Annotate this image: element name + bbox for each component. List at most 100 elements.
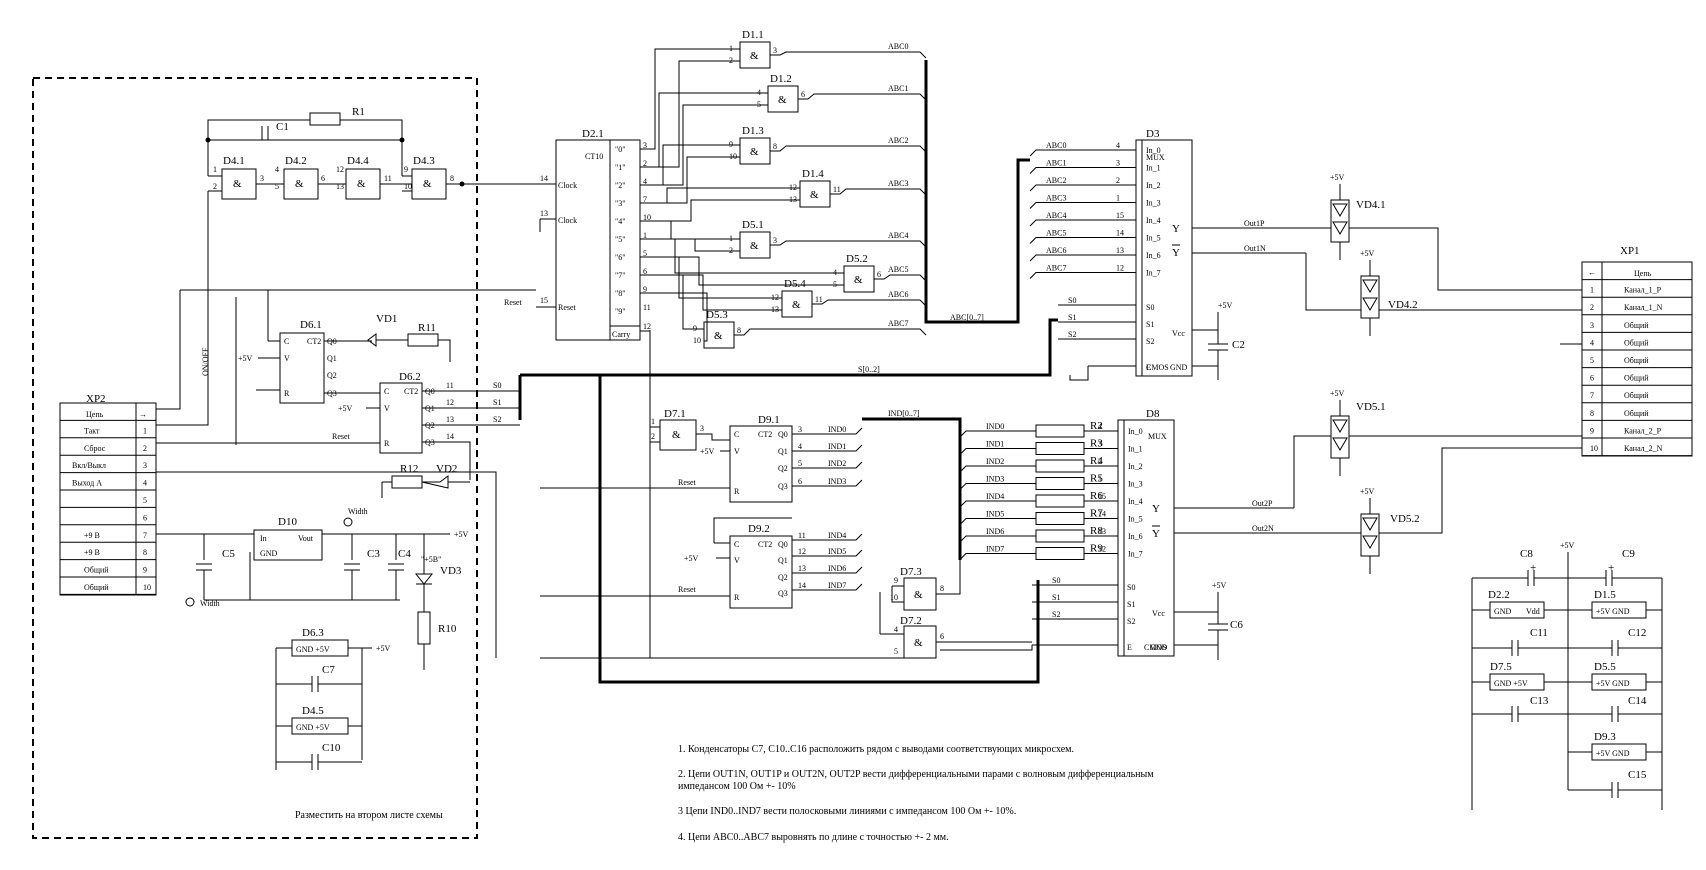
d3-abc-5: ABC5 — [1046, 229, 1066, 238]
d3-ybar: Y — [1172, 247, 1180, 259]
d45-ref: D4.5 — [302, 705, 324, 717]
d11-ref: D1.1 — [742, 29, 764, 41]
d13-pin-b: 10 — [729, 152, 737, 161]
d13-and: & — [750, 146, 759, 158]
svg-text:11: 11 — [446, 381, 454, 390]
d9-pin-4: 11 — [798, 531, 806, 540]
vd52-plus5: +5V — [1360, 487, 1375, 496]
d10-plus5: +5V — [454, 530, 469, 539]
d3-s0: S0 — [1146, 303, 1154, 312]
xp1-row-1-pin: 1 — [1590, 286, 1594, 295]
d3-pin-0: 4 — [1116, 141, 1120, 150]
d43-ref: D4.3 — [413, 155, 435, 167]
xp1-row-1-name: Канал_1_P — [1624, 286, 1662, 295]
d8-pin-3: 1 — [1098, 475, 1102, 484]
d62-v: V — [384, 404, 390, 413]
xp2-header: Цепь — [86, 410, 104, 419]
d75-pins: GND +5V — [1494, 679, 1528, 688]
d8-pin-1: 3 — [1098, 440, 1102, 449]
svg-text:9: 9 — [894, 576, 898, 585]
d52-pin-a: 4 — [833, 268, 837, 277]
out2p-net: Out2P — [1252, 499, 1273, 508]
d51-ref: D5.1 — [742, 219, 764, 231]
d21-pin-5: 1 — [643, 231, 647, 240]
d92-ref: D9.2 — [748, 523, 770, 535]
s-bus — [518, 318, 1058, 420]
out2n-net: Out2N — [1252, 524, 1274, 533]
d75-ref: D7.5 — [1490, 661, 1512, 673]
ind-bus-label: IND[0..7] — [888, 409, 920, 418]
vd42-ref: VD4.2 — [1388, 299, 1418, 311]
d8-ref: D8 — [1146, 408, 1160, 420]
d21-out-9: "9" — [615, 307, 626, 316]
svg-text:Q0: Q0 — [778, 540, 788, 549]
vd3-label: "+5В" — [421, 555, 441, 564]
c5-ref: C5 — [222, 548, 235, 560]
c3-ref: C3 — [367, 548, 380, 560]
c8-ref: C8 — [1520, 548, 1533, 560]
d61-ct2: CT2 — [307, 337, 321, 346]
width-label-2: Width — [200, 599, 220, 608]
d22-vdd: Vdd — [1526, 607, 1540, 616]
d73-and: & — [914, 589, 923, 601]
svg-text:2: 2 — [651, 432, 655, 441]
xp2-arrow-icon: → — [139, 410, 147, 419]
xp2-row-3-name: Вкл/Выкл — [72, 461, 106, 470]
svg-text:8: 8 — [450, 174, 454, 183]
xp2-row-2-name: Сброс — [84, 444, 106, 453]
d9-pin-0: 3 — [798, 425, 802, 434]
d8-gnd: GND — [1150, 643, 1168, 652]
r6-ref: R6 — [1090, 490, 1103, 502]
d3-y: Y — [1172, 223, 1180, 235]
note-1: 1. Конденсаторы С7, С10..С16 расположить… — [678, 744, 1074, 755]
d10-vout: Vout — [298, 534, 314, 543]
d8-pin-6: 13 — [1098, 527, 1106, 536]
d12-and: & — [778, 94, 787, 106]
xp1-row-8-pin: 8 — [1590, 409, 1594, 418]
svg-text:5: 5 — [275, 182, 279, 191]
d3-pin-5: 14 — [1116, 229, 1124, 238]
d3-pin-4: 15 — [1116, 211, 1124, 220]
svg-text:Q1: Q1 — [327, 354, 337, 363]
d21-pin-7: 6 — [643, 267, 647, 276]
d8-pin-2: 2 — [1098, 457, 1102, 466]
d3-in-0: In_0 — [1146, 146, 1161, 155]
power-block: D10 In Vout GND +5V C5 C3 C4 Width Width… — [156, 507, 469, 670]
xp1-ref: XP1 — [1620, 245, 1640, 257]
d63-pins: GND +5V — [296, 645, 330, 654]
d9-ind-4: IND4 — [828, 531, 846, 540]
d9-ind-7: IND7 — [828, 581, 846, 590]
xp2-row-8-pin: 8 — [143, 548, 147, 557]
abc-net-0: ABC0 — [888, 42, 908, 51]
d12-pin-o: 6 — [801, 90, 805, 99]
d21-pin-2: 4 — [643, 177, 647, 186]
r7-ref: R7 — [1090, 508, 1103, 520]
xp1-row-2-name: Канал_1_N — [1624, 303, 1663, 312]
svg-text:9: 9 — [404, 165, 408, 174]
xp1-arrow-icon: ← — [1588, 268, 1596, 277]
xp1-row-9-name: Канал_2_P — [1624, 426, 1662, 435]
xp1-row-3-pin: 3 — [1590, 321, 1594, 330]
d9-pin-1: 4 — [798, 442, 802, 451]
svg-text:8: 8 — [940, 584, 944, 593]
d9-ind-5: IND5 — [828, 547, 846, 556]
d3-abc-4: ABC4 — [1046, 211, 1066, 220]
d22-gnd: GND — [1494, 607, 1512, 616]
abc-net-5: ABC5 — [888, 265, 908, 274]
d21-out-6: "6" — [615, 253, 626, 262]
c7-ref: C7 — [322, 664, 335, 676]
d3-pin-2: 2 — [1116, 176, 1120, 185]
xp2-row-10-pin: 10 — [143, 583, 151, 592]
d62-ref: D6.2 — [399, 371, 421, 383]
d3-mux: MUX — [1146, 153, 1165, 162]
r12-ref: R12 — [400, 463, 418, 475]
d8-s0-net: S0 — [1052, 576, 1060, 585]
d21-pin-0: 3 — [643, 141, 647, 150]
d54-and: & — [792, 299, 801, 311]
d43-and: & — [423, 178, 432, 190]
d9-ind-6: IND6 — [828, 564, 846, 573]
